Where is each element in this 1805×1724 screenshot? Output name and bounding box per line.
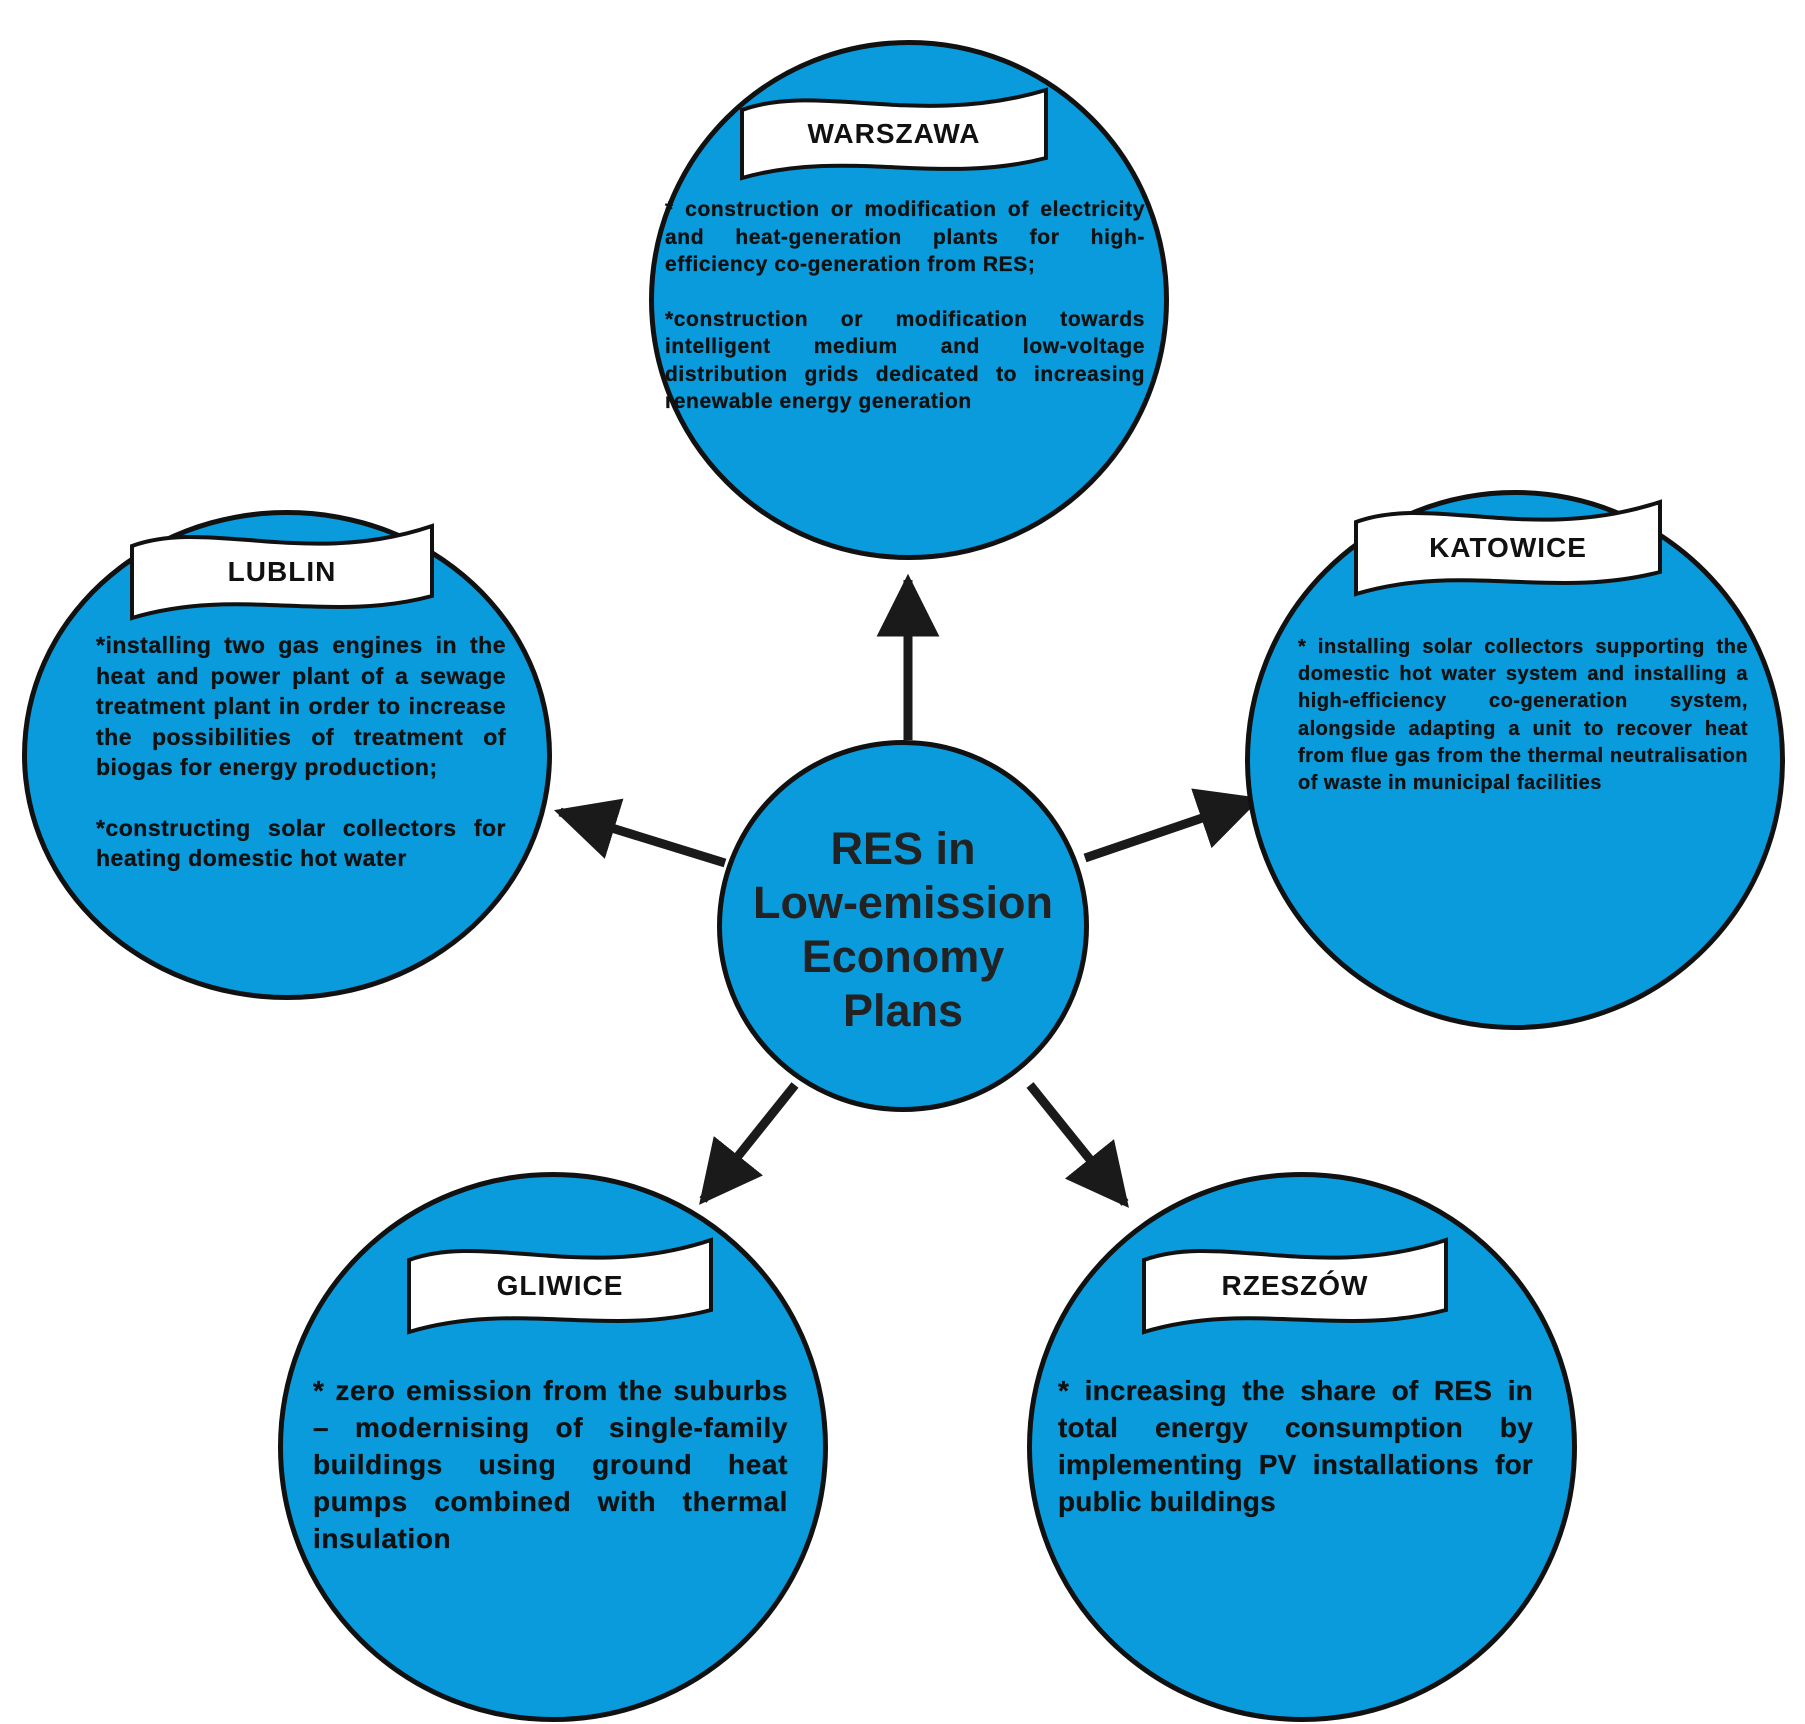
center-title-line-1: RES in	[830, 823, 976, 874]
center-title-line-2: Low-emission	[752, 877, 1054, 928]
gliwice-item-1: * zero emission from the suburbs – moder…	[313, 1375, 788, 1554]
center-title-line-3: Economy	[801, 931, 1005, 982]
lublin-item-2: *constructing solar collectors for heati…	[96, 814, 506, 871]
arrow-to-katowice	[1083, 788, 1261, 863]
katowice-banner: KATOWICE	[1352, 499, 1664, 597]
arrow-to-rzeszow	[1026, 1082, 1129, 1208]
rzeszow-banner: RZESZÓW	[1140, 1237, 1450, 1335]
lublin-label: LUBLIN	[227, 556, 337, 587]
arrow-to-gliwice	[699, 1082, 799, 1205]
gliwice-banner: GLIWICE	[405, 1237, 715, 1335]
arrow-to-lublin	[553, 798, 727, 868]
lublin-circle	[22, 510, 552, 1000]
rzeszow-label: RZESZÓW	[1221, 1270, 1369, 1301]
center-title-line-4: Plans	[842, 985, 964, 1036]
warszawa-banner: WARSZAWA	[738, 87, 1050, 181]
katowice-label: KATOWICE	[1429, 532, 1587, 563]
center-circle	[717, 740, 1089, 1112]
lublin-text: *installing two gas engines in the heat …	[96, 630, 506, 874]
katowice-item-1: * installing solar collectors supporting…	[1298, 636, 1748, 795]
gliwice-text: * zero emission from the suburbs – moder…	[313, 1372, 788, 1557]
center-title: RES in Low-emission Economy Plans	[717, 822, 1089, 1038]
rzeszow-circle	[1027, 1172, 1577, 1722]
warszawa-text: * construction or modification of electr…	[665, 196, 1145, 416]
rzeszow-item-1: * increasing the share of RES in total e…	[1058, 1375, 1533, 1517]
warszawa-item-2: *construction or modification towards in…	[665, 307, 1145, 413]
warszawa-item-1: * construction or modification of electr…	[665, 198, 1145, 276]
katowice-text: * installing solar collectors supporting…	[1298, 634, 1748, 797]
warszawa-label: WARSZAWA	[807, 118, 981, 149]
lublin-banner: LUBLIN	[128, 523, 436, 621]
rzeszow-text: * increasing the share of RES in total e…	[1058, 1372, 1533, 1520]
gliwice-label: GLIWICE	[496, 1270, 624, 1301]
lublin-item-1: *installing two gas engines in the heat …	[96, 632, 506, 780]
